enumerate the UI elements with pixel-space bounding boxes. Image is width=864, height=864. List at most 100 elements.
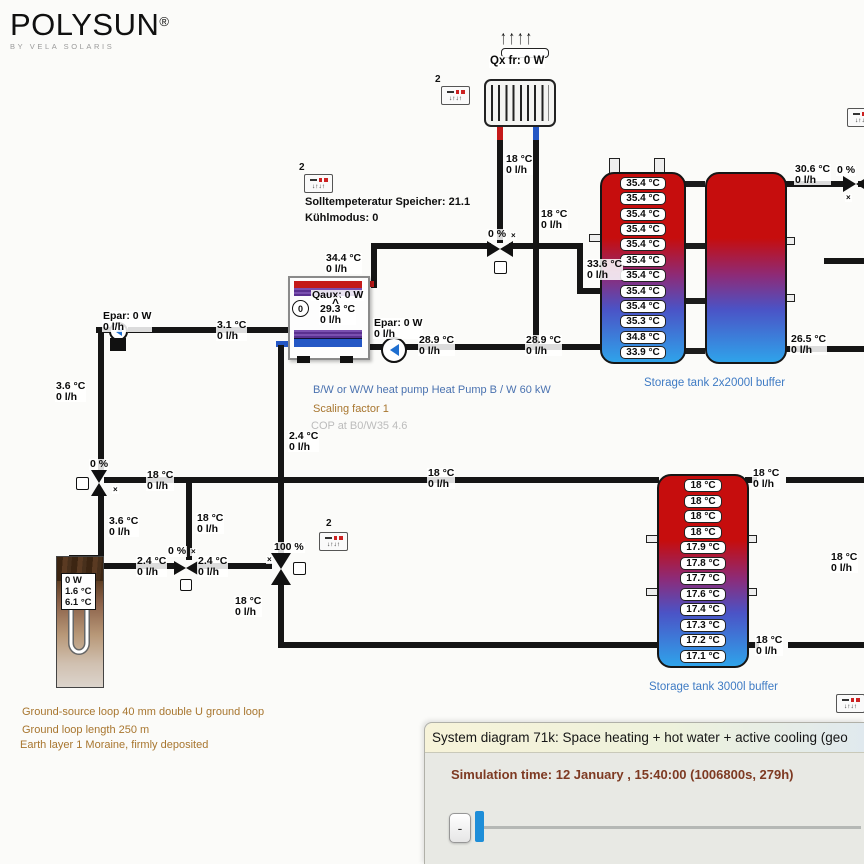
pipe bbox=[577, 288, 602, 294]
ground-loop-name-text: Ground-source loop 40 mm double U ground… bbox=[22, 706, 265, 718]
tank-temp-label: 17.1 °C bbox=[680, 649, 726, 663]
slider-decrement-button[interactable]: - bbox=[449, 813, 471, 843]
pipe bbox=[364, 344, 384, 350]
three-way-valve[interactable] bbox=[90, 470, 108, 496]
tank-temp-label: 34.8 °C bbox=[620, 330, 666, 344]
heat-pump-cop-text: COP at B0/W35 4.6 bbox=[311, 420, 408, 432]
tank-temp-label: 35.4 °C bbox=[620, 253, 666, 267]
controller-icon[interactable]: ↓↑↓↑ bbox=[441, 86, 470, 105]
pipe bbox=[788, 642, 864, 648]
time-slider-handle[interactable] bbox=[475, 811, 484, 842]
pipe bbox=[577, 243, 583, 291]
tank-temp-label: 35.4 °C bbox=[620, 192, 666, 206]
controller-badge: 2 bbox=[435, 74, 441, 85]
flow-label: 0 % bbox=[89, 458, 110, 470]
pipe-fitting-icon bbox=[494, 261, 507, 274]
pump-icon[interactable] bbox=[381, 337, 407, 363]
controller-icon[interactable]: ↓↑↓↑ bbox=[836, 694, 864, 713]
tank-temp-label: 35.3 °C bbox=[620, 315, 666, 329]
pipe bbox=[374, 243, 491, 249]
pipe bbox=[278, 583, 284, 645]
pipe bbox=[186, 483, 192, 560]
earth-layer-text: Earth layer 1 Moraine, firmly deposited bbox=[20, 739, 209, 751]
pipe bbox=[86, 563, 176, 569]
tank-temp-label: 17.6 °C bbox=[680, 587, 726, 601]
three-way-valve[interactable] bbox=[487, 240, 513, 258]
pipe bbox=[745, 642, 759, 648]
tank-temp-label: 33.9 °C bbox=[620, 345, 666, 359]
logo-title: POLYSUN® bbox=[10, 7, 170, 42]
polysun-logo: POLYSUN® BY VELA SOLARIS bbox=[10, 6, 170, 52]
expansion-vessel-icon[interactable] bbox=[110, 338, 126, 351]
pipe bbox=[745, 477, 757, 483]
pipe bbox=[104, 477, 659, 483]
tank-temp-label: 18 °C bbox=[684, 510, 722, 524]
pipe bbox=[371, 243, 377, 288]
pipe bbox=[278, 642, 659, 648]
pipe-fitting-icon bbox=[682, 243, 705, 249]
flow-label: × bbox=[112, 485, 119, 494]
flow-label: × bbox=[266, 555, 273, 564]
recooler-fins-icon bbox=[491, 85, 549, 121]
heat-pump-name-text: B/W or W/W heat pump Heat Pump B / W 60 … bbox=[313, 384, 551, 396]
tank-temp-label: 17.4 °C bbox=[680, 603, 726, 617]
pipe-fitting-icon bbox=[180, 579, 192, 591]
controller-icon[interactable]: ↓↑↓↑ bbox=[304, 174, 333, 193]
pipe bbox=[824, 258, 864, 264]
recooler-unit[interactable] bbox=[484, 79, 556, 127]
pipe bbox=[497, 120, 503, 142]
pipe bbox=[196, 563, 272, 569]
pipe bbox=[509, 243, 580, 249]
tank-temp-label: 35.4 °C bbox=[620, 223, 666, 237]
ground-source-loop[interactable]: 0 W 1.6 °C 6.1 °C bbox=[56, 556, 104, 688]
flow-label: 0 % bbox=[167, 545, 188, 557]
ground-loop-values: 0 W 1.6 °C 6.1 °C bbox=[61, 573, 96, 610]
tank-temp-label: 17.8 °C bbox=[680, 556, 726, 570]
pipe-fitting-icon bbox=[297, 356, 310, 363]
tank-temp-label: 35.4 °C bbox=[620, 299, 666, 313]
flow-label: ^ bbox=[331, 296, 341, 310]
pipe bbox=[98, 330, 104, 472]
three-way-valve[interactable] bbox=[270, 553, 292, 585]
tank-temp-label: 35.4 °C bbox=[620, 238, 666, 252]
time-slider-track[interactable] bbox=[477, 826, 861, 829]
pipe bbox=[402, 344, 602, 350]
pipe-fitting-icon bbox=[76, 477, 89, 490]
pipe-fitting-icon bbox=[682, 348, 705, 354]
flow-label: 100 % bbox=[273, 541, 305, 553]
heat-pump-stage-indicator: 0 bbox=[292, 300, 309, 317]
ground-loop-length-text: Ground loop length 250 m bbox=[22, 724, 150, 736]
flow-label: Qaux: 0 W bbox=[311, 289, 365, 301]
tank-temp-label: 35.4 °C bbox=[620, 284, 666, 298]
controller-icon[interactable]: ↓↑↓↑ bbox=[319, 532, 348, 551]
tank-temp-label: 17.3 °C bbox=[680, 618, 726, 632]
pipe bbox=[497, 140, 503, 243]
tank-temp-label: 35.4 °C bbox=[620, 269, 666, 283]
pipe bbox=[533, 120, 539, 142]
three-way-valve[interactable] bbox=[174, 560, 198, 576]
controller-badge: 2 bbox=[299, 162, 305, 173]
controller-icon[interactable]: ↓↑↓↑ bbox=[847, 108, 864, 127]
storage-tank-2x2000l-b[interactable] bbox=[705, 172, 787, 364]
flow-label: × bbox=[190, 547, 197, 556]
three-way-valve[interactable] bbox=[843, 175, 864, 193]
